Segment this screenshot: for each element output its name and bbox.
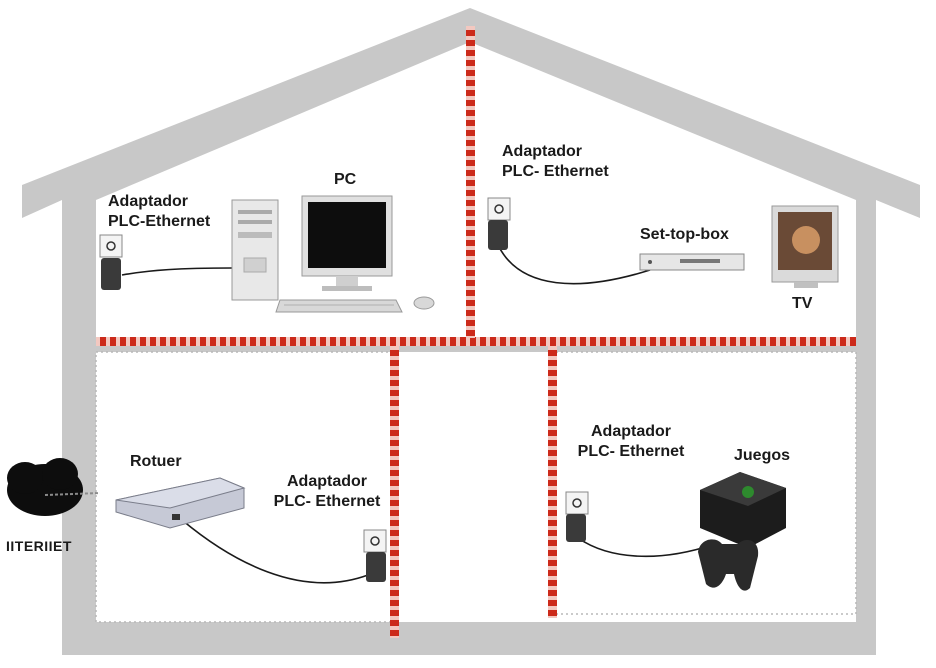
plc-adapter-icon	[565, 491, 589, 542]
tv-adapter-label: Adaptador PLC- Ethernet	[502, 142, 609, 182]
plc-adapter-icon	[487, 197, 511, 250]
ethernet-cables	[121, 244, 713, 584]
pc-tower-icon	[231, 199, 279, 301]
gamepad-icon	[698, 539, 759, 591]
games-label: Juegos	[734, 447, 791, 464]
cloud-icon	[7, 458, 101, 516]
monitor-icon	[301, 195, 393, 291]
pc-label: PC	[334, 171, 357, 188]
router-adapter-label: Adaptador PLC- Ethernet	[262, 472, 392, 512]
pc-adapter-label: Adaptador PLC-Ethernet	[108, 192, 210, 232]
internet-label: IITERIIET	[6, 538, 72, 554]
tv-icon	[771, 205, 839, 288]
router-adapter-label-line1: Adaptador	[287, 473, 367, 490]
router-adapter-label-line2: PLC- Ethernet	[273, 493, 381, 510]
mouse-icon	[413, 296, 435, 310]
pc-adapter-label-line2: PLC-Ethernet	[108, 213, 211, 230]
game-console-icon	[700, 472, 786, 548]
pc-adapter-label-line1: Adaptador	[108, 193, 188, 210]
tv-adapter-label-line1: Adaptador	[502, 143, 582, 160]
settop-box-icon	[639, 253, 745, 271]
tv-adapter-label-line2: PLC- Ethernet	[502, 163, 609, 180]
power-line-wiring	[96, 26, 856, 638]
plc-adapter-icon	[363, 529, 387, 582]
router-icon	[115, 477, 246, 529]
tv-label: TV	[792, 295, 813, 312]
settop-box-label: Set-top-box	[640, 226, 729, 243]
keyboard-icon	[275, 299, 403, 313]
game-adapter-label-line2: PLC- Ethernet	[577, 443, 685, 460]
plc-adapter-icon	[99, 234, 123, 290]
game-adapter-label-line1: Adaptador	[591, 423, 671, 440]
game-adapter-label: Adaptador PLC- Ethernet	[566, 422, 696, 462]
router-label: Rotuer	[130, 453, 182, 470]
